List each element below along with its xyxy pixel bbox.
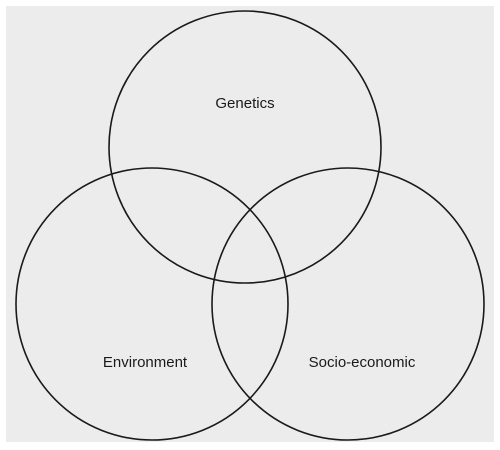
circle-socio-economic	[211, 167, 485, 441]
label-socio-economic: Socio-economic	[309, 354, 416, 371]
label-genetics: Genetics	[215, 95, 274, 112]
circle-environment	[15, 167, 289, 441]
diagram-background	[6, 6, 494, 442]
circle-genetics	[108, 10, 382, 284]
label-environment: Environment	[103, 354, 188, 371]
